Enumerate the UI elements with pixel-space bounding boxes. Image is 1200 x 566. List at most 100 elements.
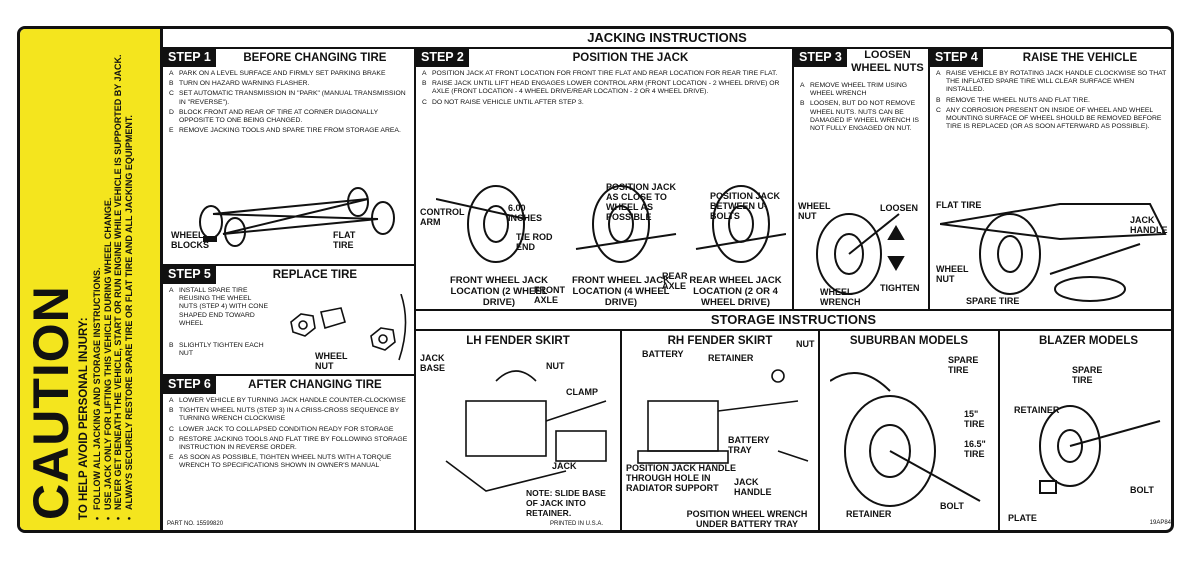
loosen-label: LOOSEN [880,203,919,213]
plate-label: PLATE [1008,513,1037,523]
wheel-nut-illustration [290,294,407,361]
rh-jack-handle-label: JACK HANDLE [734,477,772,497]
lh-jack-illustration [445,370,607,492]
label-code: 19AP84 [1149,520,1171,526]
blazer-panel: BLAZER MODELS SPARE TIRE RETAINER BOLT P… [1000,331,1171,530]
jack-base-label: JACK BASE [420,353,446,373]
flat-tire-label: FLAT TIRE [333,230,356,250]
step2-badge: STEP 2 [416,49,469,67]
blazer-retainer-label: RETAINER [1014,405,1060,415]
caution-strip: CAUTION TO HELP AVOID PERSONAL INJURY: F… [20,29,163,530]
jacking-label-decal: CAUTION TO HELP AVOID PERSONAL INJURY: F… [17,26,1174,533]
rh-battery-illustration [637,369,809,464]
caution-text-block: CAUTION TO HELP AVOID PERSONAL INJURY: F… [20,29,160,530]
step1-title: BEFORE CHANGING TIRE [243,51,387,64]
jack-close-label: POSITION JACK AS CLOSE TO WHEEL AS POSSI… [606,182,677,222]
suburban-retainer-label: RETAINER [846,509,892,519]
rear-axle-label: REAR AXLE [662,271,688,291]
step1-badge: STEP 1 [163,49,216,67]
jack-ubolts-label: POSITION JACK BETWEEN U-BOLTS [710,191,781,221]
caution-lead: TO HELP AVOID PERSONAL INJURY: [78,317,90,520]
position-handle-label: POSITION JACK HANDLE THROUGH HOLE IN RAD… [626,463,737,493]
step3-title: LOOSEN WHEEL NUTS [851,49,924,74]
step5-badge: STEP 5 [163,266,216,284]
lh-title: LH FENDER SKIRT [466,335,570,347]
clamp-label: CLAMP [566,387,598,397]
step3-wheel-nut-label: WHEEL NUT [798,201,831,221]
vehicle-frame-illustration [199,187,395,247]
step6-badge: STEP 6 [163,376,216,394]
tie-rod-label: TIE ROD END [516,232,553,252]
step5-wheel-nut-label: WHEEL NUT [315,351,348,371]
position-wrench-label: POSITION WHEEL WRENCH UNDER BATTERY TRAY [686,509,808,529]
raise-vehicle-illustration [940,203,1167,302]
caution-item: FOLLOW ALL JACKING AND STORAGE INSTRUCTI… [92,39,103,520]
part-number: PART NO. 15599820 [167,521,224,527]
suburban-panel: SUBURBAN MODELS SPARE TIRE 15" TIRE 16.5… [820,331,1000,530]
suburban-bolt-label: BOLT [940,501,964,511]
suburban-spare-label: SPARE TIRE [948,355,979,375]
suburban-spare-illustration [830,372,981,507]
battery-tray-label: BATTERY TRAY [728,435,770,455]
jack-label: JACK [552,461,577,471]
blazer-title: BLAZER MODELS [1038,335,1139,347]
storage-instructions-header: STORAGE INSTRUCTIONS [416,311,1171,331]
blazer-spare-label: SPARE TIRE [1072,365,1103,385]
jack-handle-label: JACK HANDLE [1130,215,1168,235]
lh-note: NOTE: SLIDE BASE OF JACK INTO RETAINER. [526,488,606,518]
caution-list: FOLLOW ALL JACKING AND STORAGE INSTRUCTI… [92,39,134,520]
front-4wd-caption: FRONT WHEEL JACK LOCATION (4 WHEEL DRIVE… [572,275,670,308]
tire-15-label: 15" TIRE [964,409,985,429]
step5-title: REPLACE TIRE [272,268,358,281]
jack-location-illustrations [436,185,786,263]
spare-tire-label: SPARE TIRE [966,296,1020,306]
wheel-wrench-label: WHEEL WRENCH [820,287,861,307]
rh-fender-panel: RH FENDER SKIRT BATTERY RETAINER NUT BAT… [622,331,820,530]
step4-flat-tire-label: FLAT TIRE [936,200,982,210]
caution-item: USE JACK ONLY FOR LIFTING THIS VEHICLE D… [103,39,114,520]
blazer-spare-illustration [1039,405,1161,494]
caution-title: CAUTION [23,285,79,520]
printed-in-usa: PRINTED IN U.S.A. [550,521,604,527]
step6-title: AFTER CHANGING TIRE [248,378,382,391]
rh-nut-label: NUT [796,339,815,349]
step2-title: POSITION THE JACK [572,51,689,64]
step4-title: RAISE THE VEHICLE [1022,51,1138,64]
tire-165-label: 16.5" TIRE [964,439,986,459]
battery-label: BATTERY [642,349,684,359]
instructions-area: JACKING INSTRUCTIONS STEP 1 BEFORE CHANGI… [163,29,1171,530]
step3-badge: STEP 3 [794,49,847,67]
caution-item: NEVER GET BENEATH THE VEHICLE, START OR … [113,39,124,520]
rh-retainer-label: RETAINER [708,353,754,363]
lh-fender-panel: LH FENDER SKIRT JACK BASE NUT CLAMP JACK… [416,331,622,530]
jacking-instructions-header: JACKING INSTRUCTIONS [163,29,1171,49]
rear-caption: REAR WHEEL JACK LOCATION (2 OR 4 WHEEL D… [689,275,782,308]
caution-item: ALWAYS SECURELY RESTORE SPARE TIRE OR FL… [124,39,135,520]
